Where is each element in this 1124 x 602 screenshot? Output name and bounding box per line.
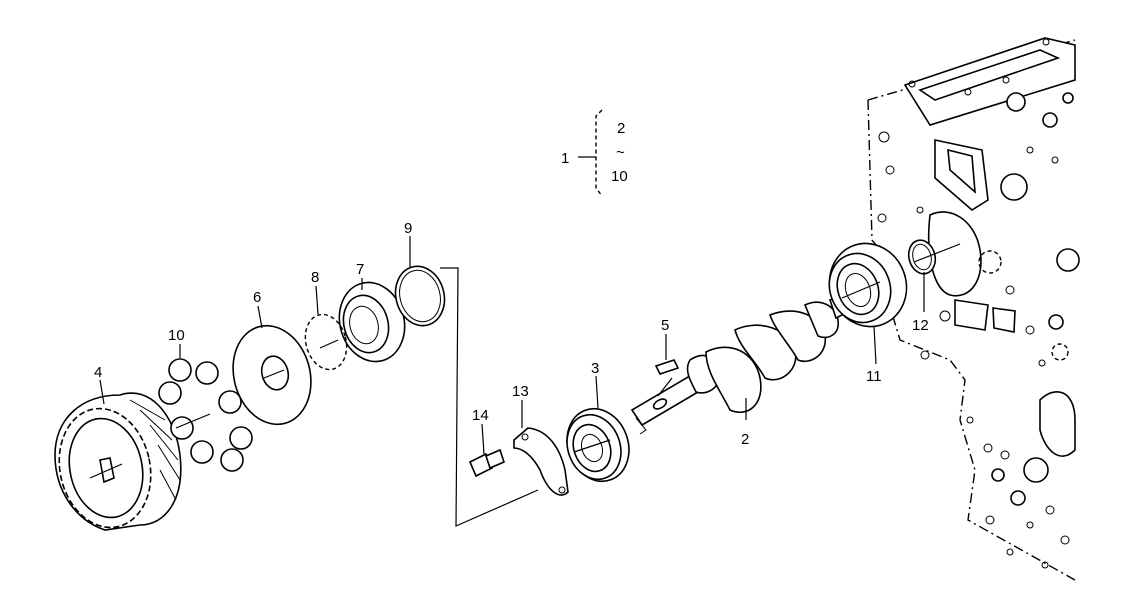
assembly-bracket	[578, 109, 603, 197]
callout-2-bracket: 2	[617, 120, 625, 137]
callout-3: 3	[591, 360, 599, 377]
front-ball-bearing	[566, 407, 630, 483]
callout-14: 14	[472, 407, 489, 424]
leader-lines	[99, 236, 925, 455]
snap-ring	[394, 265, 446, 327]
retainer-plate	[513, 427, 569, 496]
callout-4: 4	[94, 364, 102, 381]
callout-1: 1	[561, 150, 569, 167]
rear-ball-bearing	[828, 242, 908, 328]
callout-tilde: ~	[616, 144, 625, 161]
camshaft-gear	[54, 392, 182, 531]
callout-13: 13	[512, 383, 529, 400]
callout-10-bracket: 10	[611, 168, 628, 185]
callout-7: 7	[356, 261, 364, 278]
hex-bolt	[468, 448, 505, 478]
callout-2: 2	[741, 431, 749, 448]
bearing-balls	[304, 313, 348, 371]
callouts: 1 2 ~ 10 2 3 4 5 6 7 8 9 10 11 12 13 14	[94, 120, 929, 448]
callout-12: 12	[912, 317, 929, 334]
callout-10: 10	[168, 327, 185, 344]
camshaft	[630, 292, 853, 435]
callout-8: 8	[311, 269, 319, 286]
callout-5: 5	[661, 317, 669, 334]
callout-11: 11	[866, 368, 882, 385]
assembly-lines	[89, 243, 961, 527]
shim-rings	[158, 358, 253, 472]
woodruff-key	[654, 359, 680, 375]
ball-bearing	[338, 281, 406, 363]
callout-6: 6	[253, 289, 261, 306]
engine-block	[867, 37, 1080, 581]
callout-9: 9	[404, 220, 412, 237]
